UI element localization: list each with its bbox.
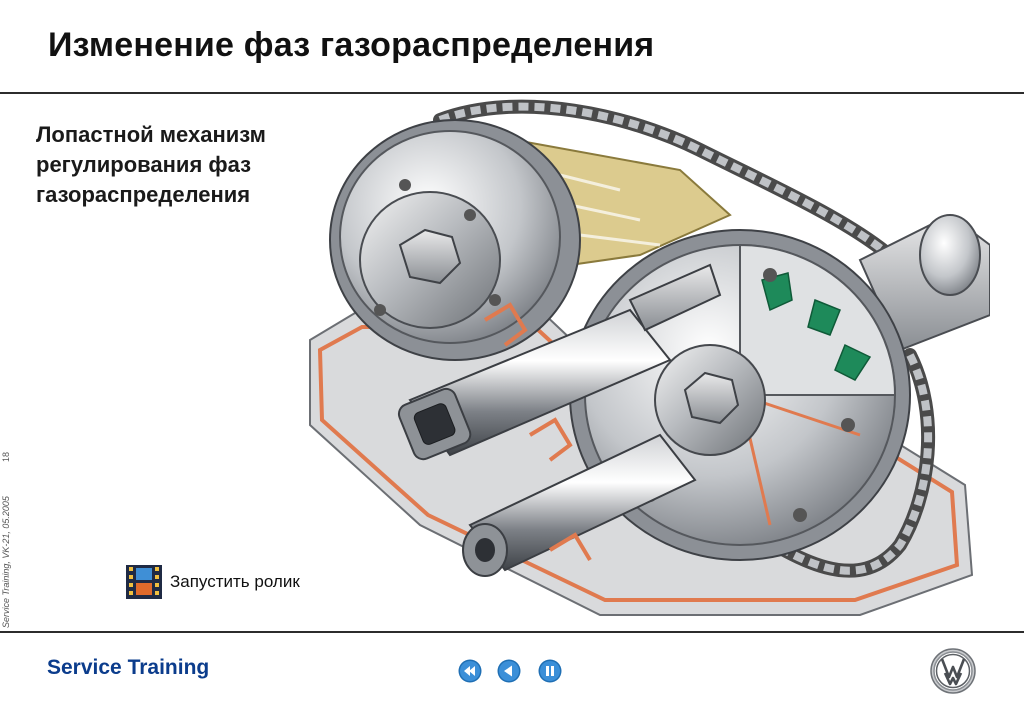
back-arrow-icon — [497, 659, 521, 683]
document-reference: Service Training, VK-21, 05.2005 — [1, 496, 11, 628]
back-button[interactable] — [497, 659, 521, 683]
timing-chain — [433, 99, 936, 578]
vw-logo-icon — [930, 648, 976, 694]
section-cut-lines — [483, 302, 592, 562]
vane-adjuster-illustration — [309, 99, 990, 616]
header-divider — [0, 92, 1024, 94]
exhaust-camshaft-end — [858, 213, 990, 352]
section-subtitle: Лопастной механизм регулирования фаз газ… — [36, 122, 266, 207]
rewind-icon — [458, 659, 482, 683]
page-number: 18 — [1, 451, 11, 462]
pause-icon — [538, 659, 562, 683]
page-title: Изменение фаз газораспределения — [48, 26, 655, 64]
footer-divider — [0, 631, 1024, 633]
rewind-button[interactable] — [458, 659, 482, 683]
intake-sprocket — [329, 119, 581, 361]
control-shafts — [397, 263, 722, 577]
side-meta: 18 Service Training, VK-21, 05.2005 — [0, 0, 14, 708]
film-reel-icon — [126, 565, 162, 599]
footer-brand: Service Training — [47, 656, 210, 679]
start-video-label: Запустить ролик — [170, 572, 300, 591]
start-video-link[interactable]: Запустить ролик — [126, 565, 300, 599]
pause-button[interactable] — [538, 659, 562, 683]
